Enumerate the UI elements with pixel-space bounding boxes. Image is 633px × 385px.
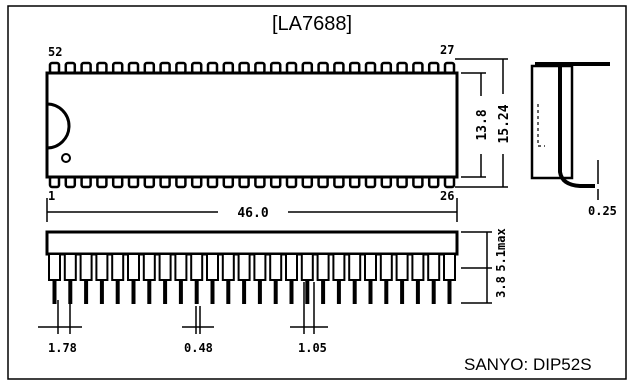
- dim-standoff-label: 1.05: [298, 341, 327, 355]
- side-lead-tip: [115, 280, 120, 304]
- side-lead-shoulder: [269, 253, 283, 281]
- package-label: SANYO: DIP52S: [464, 355, 592, 374]
- pin-26-label: 26: [440, 189, 454, 203]
- pin-52-label: 52: [48, 45, 62, 59]
- drawing-title: [LA7688]: [272, 13, 352, 35]
- side-lead-tip: [336, 280, 341, 304]
- side-lead-shoulder: [364, 253, 377, 281]
- side-lead-tip: [415, 280, 420, 304]
- side-lead-tip: [84, 280, 89, 304]
- side-lead-tip: [131, 280, 136, 304]
- side-lead-shoulder: [253, 253, 267, 281]
- side-lead-shoulder: [111, 253, 125, 281]
- side-lead-tip: [242, 280, 247, 304]
- side-lead-shoulder: [158, 253, 172, 281]
- end-view-side-lead: [558, 66, 595, 188]
- side-lead-shoulder: [63, 253, 77, 281]
- side-lead-shoulder: [300, 253, 314, 281]
- side-lead-shoulder: [427, 253, 441, 281]
- top-view: 52 27 1 26 13.8 15.24: [45, 43, 512, 203]
- side-lead-shoulder: [443, 253, 456, 281]
- dim-lead-span-label: 15.24: [497, 104, 512, 143]
- end-view: 0.25: [530, 62, 617, 218]
- pin1-notch: [46, 102, 71, 150]
- side-lead-shoulder: [411, 253, 425, 281]
- side-lead-shoulder: [348, 253, 362, 281]
- side-lead-shoulder: [395, 253, 409, 281]
- top-pins-upper: [48, 61, 456, 75]
- side-lead-shoulder: [142, 253, 156, 281]
- top-pins-lower: [48, 175, 456, 189]
- side-lead-shoulder: [174, 253, 188, 281]
- side-lead-tip: [52, 280, 57, 304]
- dim-length: [46, 198, 458, 222]
- dim-pitch: [38, 300, 82, 334]
- dim-height-label: 5.1max: [494, 228, 508, 271]
- side-lead-shoulder: [285, 253, 298, 281]
- side-lead-tip: [257, 280, 262, 304]
- side-lead-shoulder: [206, 253, 219, 281]
- side-view: 46.0 5.1max 3.8 1.78 0.48: [38, 198, 508, 355]
- side-lead-tip: [321, 280, 326, 304]
- dim-lead-thickness-label: 0.25: [588, 204, 617, 218]
- side-lead-tip: [210, 280, 215, 304]
- side-lead-tip: [163, 280, 168, 304]
- side-lead-tip: [384, 280, 389, 304]
- side-lead-shoulder: [95, 253, 109, 281]
- dim-body-width: [461, 72, 486, 178]
- pin-1-label: 1: [48, 189, 55, 203]
- side-lead-shoulder: [379, 253, 393, 281]
- dim-lead-width-label: 0.48: [184, 341, 213, 355]
- dim-lead-length-label: 3.8: [494, 276, 508, 298]
- side-leads: [48, 253, 456, 304]
- side-lead-tip: [368, 280, 373, 304]
- side-lead-tip: [305, 280, 310, 304]
- side-lead-tip: [147, 280, 152, 304]
- dim-pitch-label: 1.78: [48, 341, 77, 355]
- side-lead-tip: [352, 280, 357, 304]
- side-lead-shoulder: [190, 253, 204, 281]
- dim-lead-length: [461, 268, 492, 304]
- pin-27-label: 27: [440, 43, 454, 57]
- side-lead-tip: [447, 280, 452, 304]
- dim-standoff: [290, 282, 328, 334]
- side-lead-tip: [99, 280, 104, 304]
- dim-lead-span: [455, 58, 508, 188]
- side-lead-tip: [178, 280, 183, 304]
- side-lead-shoulder: [316, 253, 330, 281]
- side-lead-tip: [289, 280, 294, 304]
- drawing-border: [7, 5, 627, 380]
- pin1-marker: [61, 153, 71, 163]
- dim-body-width-label: 13.8: [475, 109, 490, 140]
- dim-length-label: 46.0: [237, 206, 268, 221]
- ic-body-side: [45, 230, 459, 256]
- side-lead-shoulder: [332, 253, 346, 281]
- side-lead-shoulder: [127, 253, 140, 281]
- side-lead-tip: [194, 280, 199, 304]
- end-view-hidden-lead: [537, 104, 545, 147]
- dim-height: [461, 231, 492, 269]
- side-lead-tip: [68, 280, 73, 304]
- side-lead-shoulder: [221, 253, 235, 281]
- ic-body-end: [530, 64, 574, 180]
- side-lead-tip: [400, 280, 405, 304]
- side-lead-shoulder: [48, 253, 61, 281]
- side-lead-shoulder: [79, 253, 93, 281]
- side-lead-tip: [226, 280, 231, 304]
- dim-lead-width: [182, 306, 214, 334]
- side-lead-tip: [431, 280, 436, 304]
- side-lead-tip: [273, 280, 278, 304]
- side-lead-shoulder: [237, 253, 251, 281]
- ic-body-top: [45, 71, 459, 179]
